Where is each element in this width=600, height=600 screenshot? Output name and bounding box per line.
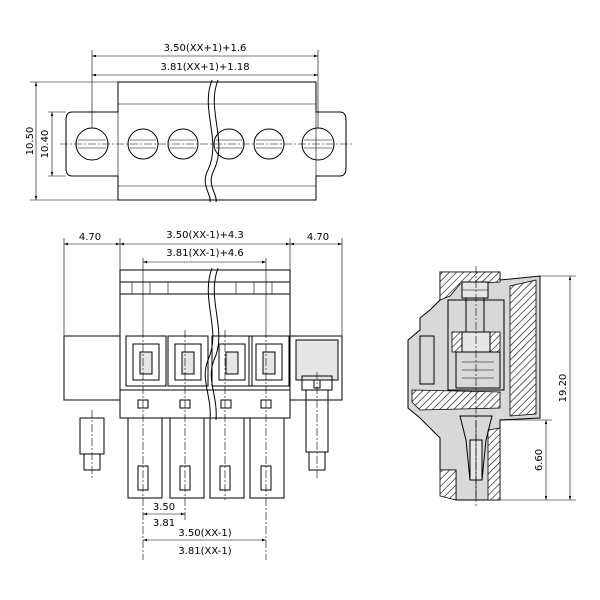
dim-pitch-350: 3.50 <box>153 502 175 513</box>
dim-height-1040: 10.40 <box>40 130 51 159</box>
dim-right-flange: 4.70 <box>307 232 329 243</box>
side-view <box>407 266 576 506</box>
front-view <box>63 238 343 560</box>
dim-top-350: 3.50(XX+1)+1.6 <box>164 43 247 54</box>
dim-pin-height: 6.60 <box>534 449 545 471</box>
housing-wall-hatched <box>509 279 537 417</box>
dim-total-height: 19.20 <box>558 374 569 403</box>
break-line <box>204 79 214 203</box>
dim-height-1050: 10.50 <box>25 127 36 156</box>
dim-left-flange: 4.70 <box>79 232 101 243</box>
dim-body-350: 3.50(XX-1)+4.3 <box>166 230 244 241</box>
dim-span-381: 3.81(XX-1) <box>178 546 231 557</box>
dim-body-381: 3.81(XX-1)+4.6 <box>166 248 244 259</box>
top-view <box>30 50 352 203</box>
pins <box>127 417 285 499</box>
dim-top-381: 3.81(XX+1)+1.18 <box>160 62 249 73</box>
dim-pitch-381: 3.81 <box>153 518 175 529</box>
dim-span-350: 3.50(XX-1) <box>178 528 231 539</box>
